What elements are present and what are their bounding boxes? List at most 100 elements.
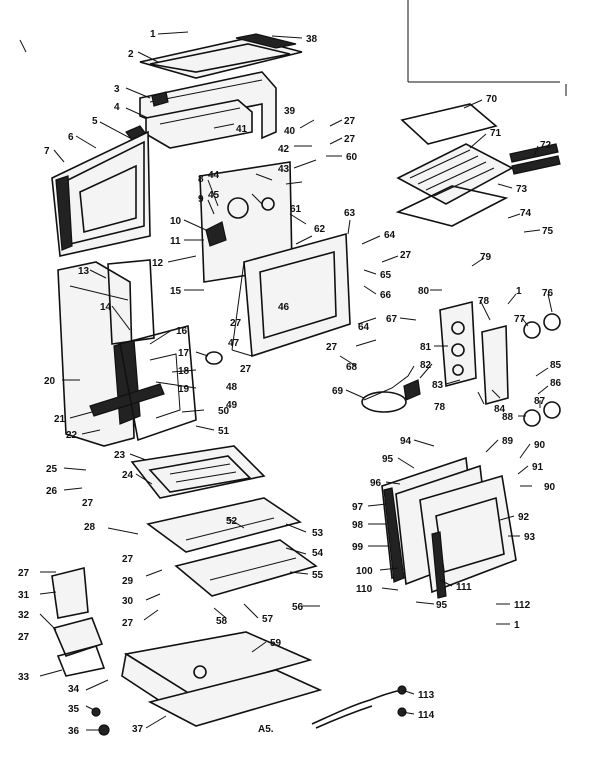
callout-2-label: 2 [128,49,134,60]
callout-98-label: 98 [352,520,364,531]
callout-96-label: 96 [370,478,382,489]
callout-79-label: 79 [480,252,492,263]
callout-67-label: 67 [386,314,398,325]
callout-53-label: 53 [312,528,324,539]
page-code-label: A5. [258,724,274,735]
callout-54-label: 54 [312,548,324,559]
callout-30-label: 30 [122,596,134,607]
callout-70-label: 70 [486,94,498,105]
callout-31-label: 31 [18,590,30,601]
callout-113-label: 113 [418,690,435,701]
callout-33-label: 33 [18,672,30,683]
callout-76-label: 76 [542,288,554,299]
burner-tray-part [146,497,318,597]
callout-45-label: 45 [208,190,220,201]
callout-8-label: 8 [198,174,204,185]
callout-16-label: 16 [176,326,188,337]
callout-71-label: 71 [490,128,502,139]
callout-114-label: 114 [418,710,435,721]
callout-27j-label: 27 [122,554,134,565]
callout-27b-label: 27 [344,116,356,127]
callout-29-label: 29 [122,576,134,587]
callout-94-label: 94 [400,436,412,447]
callout-12-label: 12 [152,258,164,269]
callout-10-label: 10 [170,216,182,227]
callout-48-label: 48 [226,382,238,393]
callout-74-label: 74 [520,208,532,219]
callout-77-label: 77 [514,314,526,325]
callout-82-label: 82 [420,360,432,371]
callout-37-label: 37 [132,724,144,735]
callout-14-label: 14 [100,302,112,313]
callout-26-label: 26 [46,486,58,497]
insulation-panel-part [119,324,223,442]
callout-13-label: 13 [78,266,90,277]
callout-32-label: 32 [18,610,30,621]
callout-23-label: 23 [114,450,126,461]
callout-52-label: 52 [226,516,238,527]
callout-15-label: 15 [170,286,182,297]
callout-3-label: 3 [114,84,120,95]
callout-89-label: 89 [502,436,514,447]
callout-73-label: 73 [516,184,528,195]
left-side-panel-part [57,259,165,447]
base-pan-part [121,631,323,727]
callout-75-label: 75 [542,226,554,237]
callout-86-label: 86 [550,378,562,389]
callout-64b-label: 64 [358,322,370,333]
callout-18-label: 18 [178,366,190,377]
callout-44-label: 44 [208,170,220,181]
callout-99-label: 99 [352,542,364,553]
left-bracket-hardware-part [51,566,110,736]
callout-85-label: 85 [550,360,562,371]
callout-83-label: 83 [432,380,444,391]
callout-27e-label: 27 [240,364,252,375]
callout-60-label: 60 [346,152,358,163]
callout-28-label: 28 [84,522,96,533]
knob-set-part [523,313,561,427]
callout-27i-label: 27 [18,632,30,643]
callout-5-label: 5 [92,116,98,127]
callout-35-label: 35 [68,704,80,715]
callout-7-label: 7 [44,146,50,157]
control-panel-part [439,300,509,406]
callout-84-label: 84 [494,404,506,415]
callout-62-label: 62 [314,224,326,235]
callout-100-label: 100 [356,566,373,577]
callout-36-label: 36 [68,726,80,737]
leader-lines [39,31,553,731]
callout-27h-label: 27 [18,568,30,579]
callout-51-label: 51 [218,426,230,437]
callout-56-label: 56 [292,602,304,613]
callout-58-label: 58 [216,616,228,627]
grate-part [395,143,514,227]
callout-72-label: 72 [540,140,552,151]
callout-21-label: 21 [54,414,66,425]
callout-61-label: 61 [290,204,302,215]
callout-87-label: 87 [534,396,546,407]
callout-39-label: 39 [284,106,296,117]
callout-27f-label: 27 [326,342,338,353]
callout-91-label: 91 [532,462,544,473]
cooktop-frame-part [139,33,303,79]
oven-liner-part [231,232,351,358]
callout-19-label: 19 [178,384,190,395]
callout-78b-label: 78 [434,402,446,413]
side-grate-part [509,143,561,175]
power-cord-part [311,685,407,729]
callout-27-label: 27 [82,498,94,509]
callout-57-label: 57 [262,614,274,625]
callout-1c-label: 1 [514,620,520,631]
callout-90b-label: 90 [544,482,556,493]
callout-111-label: 111 [456,582,472,593]
callout-1-label: 1 [150,29,156,40]
callout-78-label: 78 [478,296,490,307]
callout-6-label: 6 [68,132,74,143]
callout-11-label: 11 [170,236,181,247]
callout-4-label: 4 [114,102,120,113]
top-cover-part [400,103,498,145]
callout-1b-label: 1 [516,286,522,297]
callout-69-label: 69 [332,386,344,397]
oven-door-part [381,456,517,599]
